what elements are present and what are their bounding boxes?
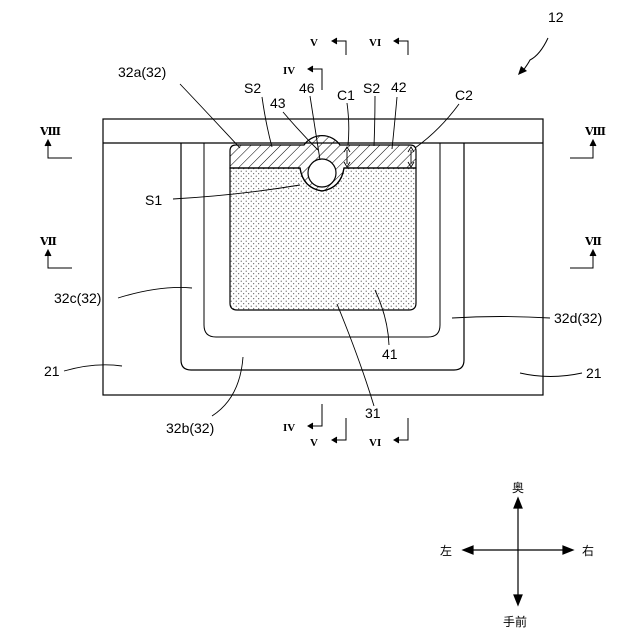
marker-vii-right bbox=[570, 252, 593, 268]
label-42: 42 bbox=[391, 79, 407, 95]
figure-12-arrow bbox=[522, 38, 548, 72]
label-32d: 32d(32) bbox=[554, 310, 602, 326]
leader-c2 bbox=[415, 104, 459, 148]
label-c2: C2 bbox=[455, 87, 473, 103]
leader-42 bbox=[392, 97, 397, 149]
label-s2-right: S2 bbox=[363, 80, 380, 96]
leader-s2-right bbox=[374, 96, 375, 146]
section-label-vi-bottom: VI bbox=[369, 437, 381, 449]
leader-32d bbox=[452, 317, 550, 319]
section-label-viii-left: Ⅷ bbox=[39, 126, 61, 138]
label-32b: 32b(32) bbox=[166, 420, 214, 436]
section-label-vi-top: VI bbox=[369, 37, 381, 49]
section-label-iv-bottom: IV bbox=[283, 422, 295, 434]
marker-vi-bottom bbox=[395, 418, 408, 440]
circle-46 bbox=[308, 159, 336, 187]
section-label-v-bottom: V bbox=[310, 437, 318, 449]
section-label-v-top: V bbox=[310, 37, 318, 49]
direction-right-label: 右 bbox=[582, 543, 594, 558]
leader-31 bbox=[337, 304, 374, 406]
leader-21-left bbox=[64, 365, 122, 371]
marker-viii-right bbox=[570, 142, 593, 158]
direction-front-label: 手前 bbox=[503, 614, 527, 629]
marker-iv-bottom bbox=[309, 404, 322, 426]
marker-viii-left bbox=[48, 142, 72, 158]
section-label-vii-right: Ⅶ bbox=[584, 236, 602, 248]
section-label-vii-left: Ⅶ bbox=[39, 236, 57, 248]
label-46: 46 bbox=[299, 80, 315, 96]
leader-32b bbox=[212, 357, 243, 416]
direction-indicator bbox=[463, 498, 573, 605]
section-label-viii-right: Ⅷ bbox=[584, 126, 606, 138]
label-32c: 32c(32) bbox=[54, 290, 101, 306]
leader-c1 bbox=[347, 103, 349, 145]
section-label-iv-top: IV bbox=[283, 65, 295, 77]
leader-32a bbox=[180, 84, 240, 148]
label-c1: C1 bbox=[337, 87, 355, 103]
label-43: 43 bbox=[270, 95, 286, 111]
marker-v-bottom bbox=[333, 418, 346, 440]
marker-vii-left bbox=[48, 252, 72, 268]
label-41: 41 bbox=[382, 346, 398, 362]
label-s2-left: S2 bbox=[244, 80, 261, 96]
label-21-left: 21 bbox=[44, 363, 60, 379]
leader-43 bbox=[283, 112, 318, 150]
direction-back-label: 奥 bbox=[512, 481, 524, 495]
label-s1: S1 bbox=[145, 192, 162, 208]
figure-number: 12 bbox=[548, 9, 564, 25]
label-32a: 32a(32) bbox=[118, 64, 166, 80]
direction-left-label: 左 bbox=[440, 543, 452, 558]
label-21-right: 21 bbox=[586, 365, 602, 381]
leader-21-right bbox=[520, 373, 582, 377]
label-31: 31 bbox=[365, 405, 381, 421]
